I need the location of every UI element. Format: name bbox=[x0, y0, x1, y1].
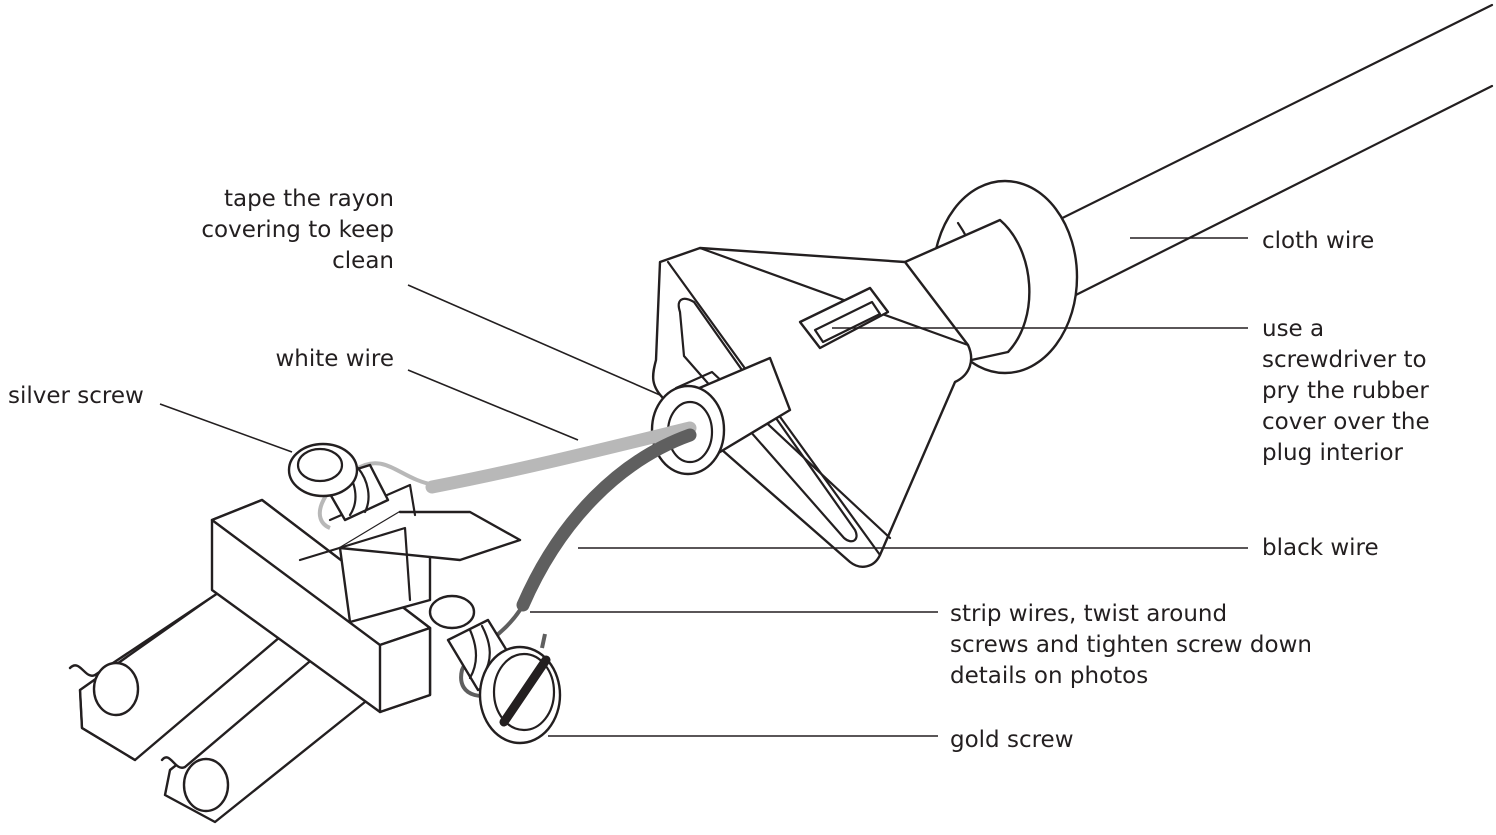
leader-lines bbox=[159, 237, 1248, 737]
white-wire-insulated bbox=[425, 421, 697, 494]
wire-end-stub bbox=[540, 633, 547, 649]
label-cloth-wire: cloth wire bbox=[1262, 228, 1375, 254]
plug-body bbox=[68, 483, 522, 824]
black-wire-insulated bbox=[516, 428, 697, 612]
label-black-wire: black wire bbox=[1262, 535, 1379, 561]
label-screwdriver: use a screwdriver to pry the rubber cove… bbox=[1262, 316, 1430, 466]
silver-screw-graphic bbox=[287, 442, 390, 522]
gold-screw-graphic bbox=[428, 594, 562, 745]
label-tape-rayon: tape the rayon covering to keep clean bbox=[201, 186, 394, 274]
label-gold-screw: gold screw bbox=[950, 727, 1074, 753]
label-white-wire: white wire bbox=[275, 346, 394, 372]
cloth-cord bbox=[1010, 3, 1496, 320]
label-strip-wires: strip wires, twist around screws and tig… bbox=[950, 601, 1312, 689]
label-silver-screw: silver screw bbox=[8, 383, 144, 409]
